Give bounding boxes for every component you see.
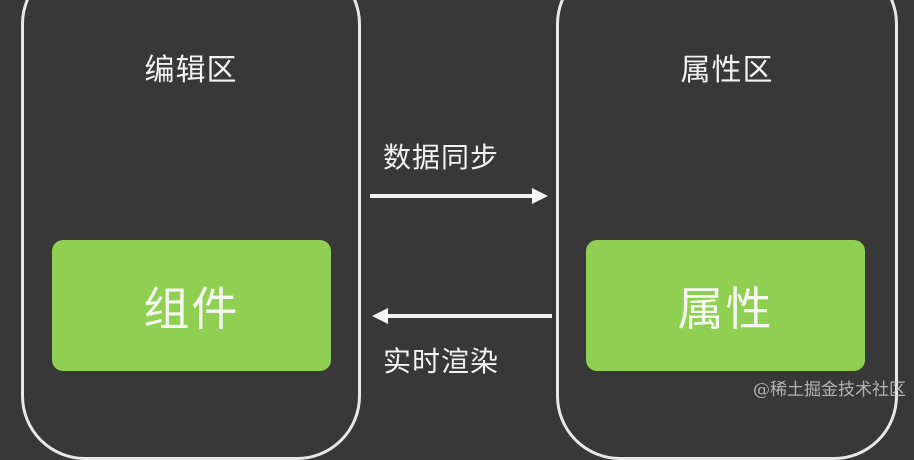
editor-panel: 编辑区 组件 <box>21 0 361 460</box>
watermark: @稀土掘金技术社区 <box>753 380 906 400</box>
property-panel-title: 属性区 <box>680 53 774 88</box>
editor-panel-title: 编辑区 <box>144 53 238 88</box>
arrow-left-icon <box>372 308 552 324</box>
component-block: 组件 <box>52 240 331 371</box>
realtime-render-label: 实时渲染 <box>383 345 500 378</box>
property-panel: 属性区 属性 <box>556 0 898 460</box>
data-sync-label: 数据同步 <box>383 141 500 174</box>
arrow-right-icon <box>370 188 548 204</box>
property-block: 属性 <box>586 240 865 371</box>
